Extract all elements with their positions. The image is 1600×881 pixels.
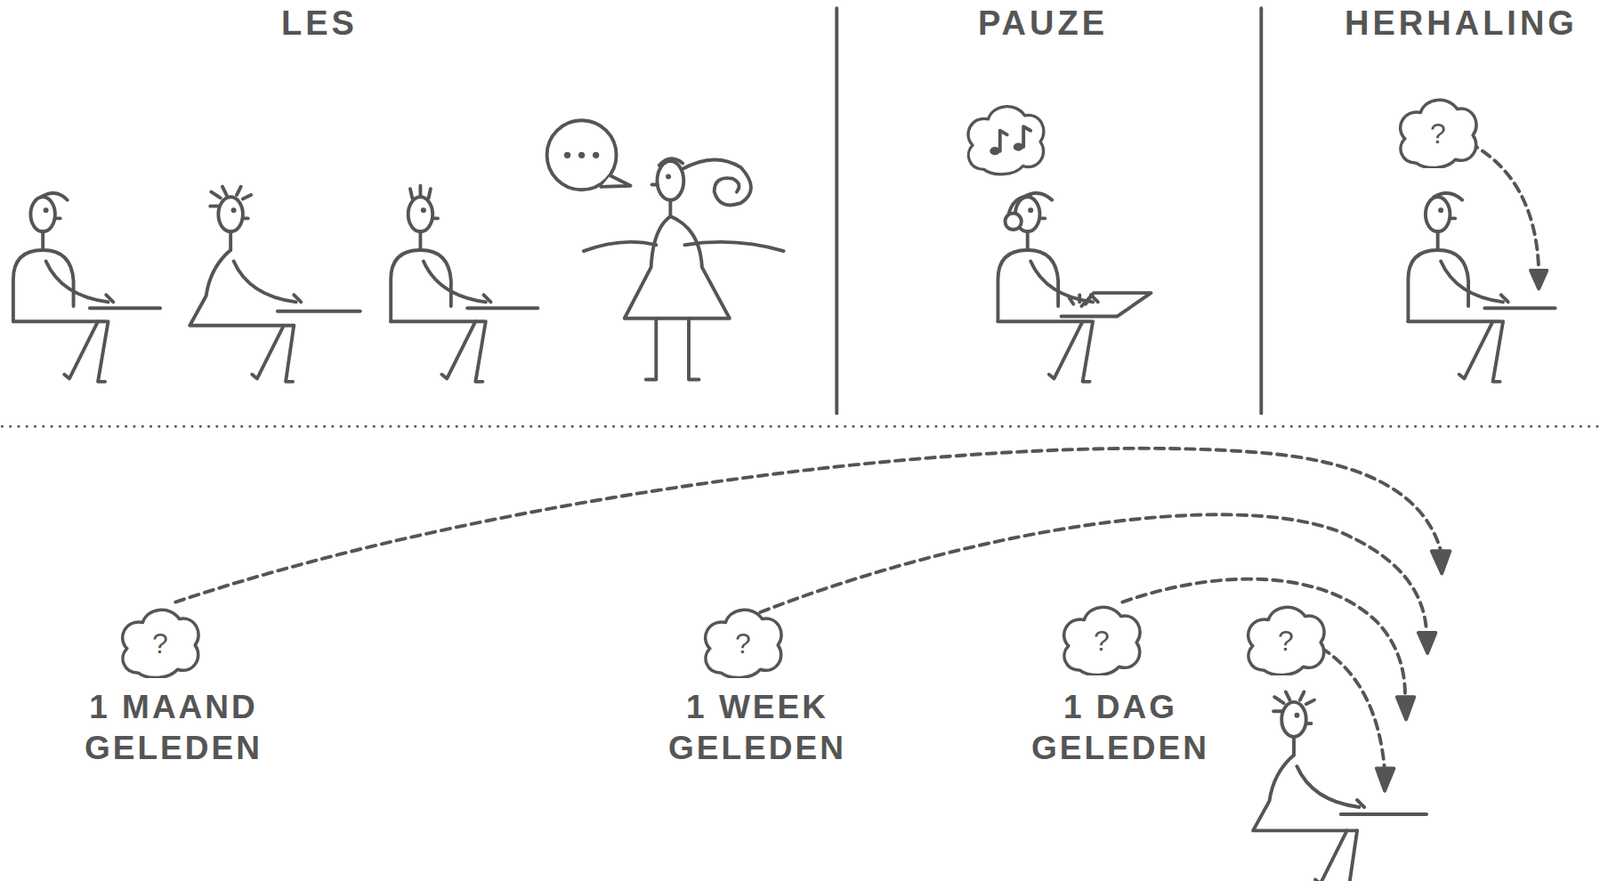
recall-arrows bbox=[1122, 579, 1406, 700]
spaced-review-figure bbox=[1252, 691, 1427, 881]
student bbox=[89, 306, 161, 310]
cloud-outline bbox=[1400, 99, 1477, 168]
teacher bbox=[684, 242, 784, 251]
pause-figure bbox=[1004, 213, 1021, 230]
pause-figure bbox=[1023, 126, 1031, 147]
pause-figure bbox=[1000, 130, 1008, 152]
student bbox=[210, 186, 251, 207]
arrow-heads bbox=[1431, 550, 1451, 574]
cloud-outline bbox=[1248, 606, 1325, 675]
cloud-outline bbox=[705, 609, 782, 678]
teacher bbox=[688, 318, 699, 380]
review-figure bbox=[1433, 193, 1463, 201]
pause-figure bbox=[997, 196, 1098, 382]
review-figure bbox=[1530, 270, 1547, 290]
pause-figure bbox=[1069, 294, 1091, 304]
teacher bbox=[583, 242, 656, 251]
pause-figure bbox=[1061, 292, 1152, 316]
teacher bbox=[652, 183, 658, 187]
divider bbox=[1259, 8, 1263, 413]
review-figure bbox=[1484, 306, 1555, 310]
student bbox=[390, 196, 491, 382]
review-figure bbox=[1469, 143, 1539, 271]
teacher bbox=[659, 158, 683, 166]
spaced-review-figure bbox=[1273, 691, 1315, 712]
question-mark: ? bbox=[1430, 112, 1447, 151]
time-label: 1 DAG GELEDEN bbox=[1009, 686, 1232, 769]
student bbox=[189, 186, 360, 382]
question-mark: ? bbox=[1277, 619, 1294, 658]
question-cloud: ? bbox=[699, 603, 787, 679]
student bbox=[40, 193, 68, 201]
teacher bbox=[624, 216, 730, 319]
teacher bbox=[592, 152, 599, 159]
teacher bbox=[681, 159, 752, 205]
review-figure bbox=[1407, 196, 1508, 382]
recall-arrows bbox=[1321, 647, 1385, 771]
question-mark: ? bbox=[1093, 619, 1110, 658]
student bbox=[13, 193, 161, 382]
student bbox=[410, 185, 431, 199]
time-label: 1 WEEK GELEDEN bbox=[646, 686, 869, 769]
student bbox=[189, 196, 301, 382]
arrow-heads bbox=[1418, 632, 1436, 654]
teacher bbox=[547, 120, 784, 380]
teacher bbox=[578, 152, 585, 159]
review-figure bbox=[1407, 143, 1555, 382]
teacher bbox=[668, 200, 672, 217]
spaced-review-figure bbox=[1341, 812, 1427, 817]
section-heading: PAUZE bbox=[864, 2, 1221, 44]
arrow-heads bbox=[1397, 696, 1415, 720]
cloud-outline bbox=[1064, 606, 1140, 675]
time-label: 1 MAAND GELEDEN bbox=[62, 686, 285, 769]
student bbox=[467, 306, 538, 310]
teacher bbox=[547, 120, 617, 190]
question-cloud: ? bbox=[1058, 600, 1146, 676]
student bbox=[277, 309, 361, 314]
teacher bbox=[656, 161, 684, 201]
cloud-outline bbox=[122, 609, 199, 678]
section-heading: HERHALING bbox=[1327, 2, 1595, 44]
question-cloud: ? bbox=[1242, 600, 1330, 676]
dotted-separator bbox=[1, 425, 1598, 429]
pause-figure bbox=[968, 106, 1044, 175]
question-mark: ? bbox=[735, 622, 752, 661]
teacher bbox=[564, 152, 571, 159]
student bbox=[13, 196, 114, 382]
student bbox=[390, 185, 538, 382]
pause-figure bbox=[968, 106, 1151, 382]
divider bbox=[834, 8, 839, 413]
question-cloud: ? bbox=[1394, 93, 1482, 169]
teacher bbox=[665, 173, 671, 179]
arrow-heads bbox=[1376, 767, 1394, 791]
drawing bbox=[1, 8, 1598, 881]
question-mark: ? bbox=[152, 622, 169, 661]
recall-arrows bbox=[175, 448, 1441, 771]
spaced-review-figure bbox=[1252, 702, 1365, 881]
arrow-heads bbox=[1376, 550, 1451, 791]
pause-figure bbox=[968, 106, 1044, 175]
question-cloud: ? bbox=[116, 603, 204, 679]
teacher bbox=[646, 318, 656, 380]
section-heading: LES bbox=[141, 2, 498, 44]
teacher bbox=[600, 175, 631, 187]
